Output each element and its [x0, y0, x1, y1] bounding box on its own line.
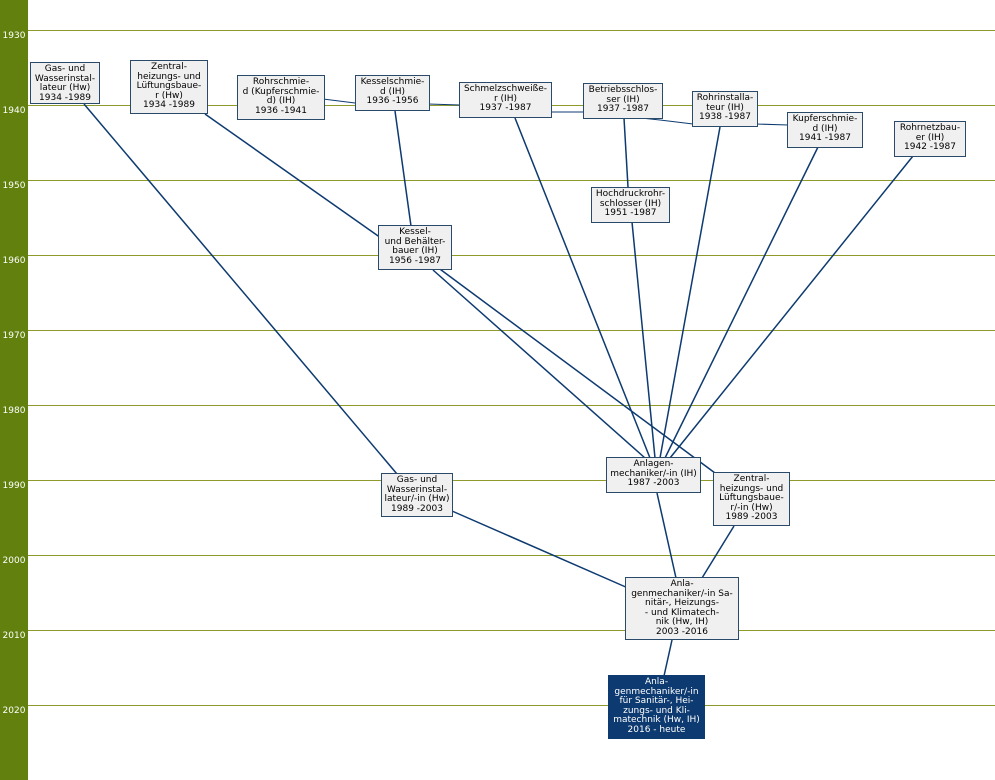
year-label: 1970	[2, 331, 26, 341]
year-label: 2000	[2, 556, 26, 566]
link-line	[631, 221, 656, 459]
gridline	[28, 330, 995, 331]
node-kupferschmied-1941: Kupferschmie-d (IH)1941 -1987	[787, 112, 863, 148]
link-line	[514, 117, 651, 459]
gridline	[28, 705, 995, 706]
gridline	[28, 555, 995, 556]
node-hochdruckrohrschlosser-1951: Hochdruckrohr-schlosser (IH)1951 -1987	[591, 187, 670, 223]
year-label: 1930	[2, 31, 26, 41]
link-line	[451, 510, 629, 589]
gridline	[28, 30, 995, 31]
gridline	[28, 405, 995, 406]
link-line	[424, 257, 716, 474]
year-label: 1990	[2, 481, 26, 491]
link-line	[669, 155, 914, 459]
gridline	[28, 180, 995, 181]
link-line	[432, 269, 646, 459]
node-kessel-behaelterbauer-1956: Kessel-und Behälter-bauer (IH)1956 -1987	[378, 225, 452, 270]
gridline	[28, 480, 995, 481]
year-label: 1960	[2, 256, 26, 266]
link-line	[394, 110, 412, 227]
node-betriebsschlosser-1937: Betriebsschlos-ser (IH)1937 -1987	[583, 83, 663, 119]
year-label: 1980	[2, 406, 26, 416]
node-rohrnetzbauer-1942: Rohrnetzbau-er (IH)1942 -1987	[894, 121, 966, 157]
link-line	[656, 492, 677, 579]
link-line	[204, 113, 382, 239]
link-line	[659, 126, 721, 459]
link-line	[83, 103, 398, 475]
timeline-sidebar	[0, 0, 28, 780]
link-line	[663, 639, 673, 677]
year-label: 1940	[2, 106, 26, 116]
node-anlagenmechaniker-1987: Anlagen-mechaniker/-in (IH)1987 -2003	[606, 457, 701, 493]
year-label: 2010	[2, 631, 26, 641]
node-rohrinstallateur-1938: Rohrinstalla-teur (IH)1938 -1987	[692, 91, 758, 127]
node-kesselschmied-1936: Kesselschmie-d (IH)1936 -1956	[355, 75, 430, 111]
link-line	[664, 146, 819, 459]
gridline	[28, 630, 995, 631]
year-label: 2020	[2, 706, 26, 716]
node-anlagenmechaniker-shk-2003: Anla-genmechaniker/-in Sa-nitär-, Heizun…	[625, 577, 739, 640]
node-rohrschmied-1936: Rohrschmie-d (Kupferschmie-d) (IH)1936 -…	[237, 75, 325, 120]
year-label: 1950	[2, 181, 26, 191]
link-line	[623, 117, 629, 188]
gridline	[28, 255, 995, 256]
node-schmelzschweisser-1937: Schmelzschweiße-r (IH)1937 -1987	[459, 82, 552, 118]
link-line	[701, 525, 735, 579]
